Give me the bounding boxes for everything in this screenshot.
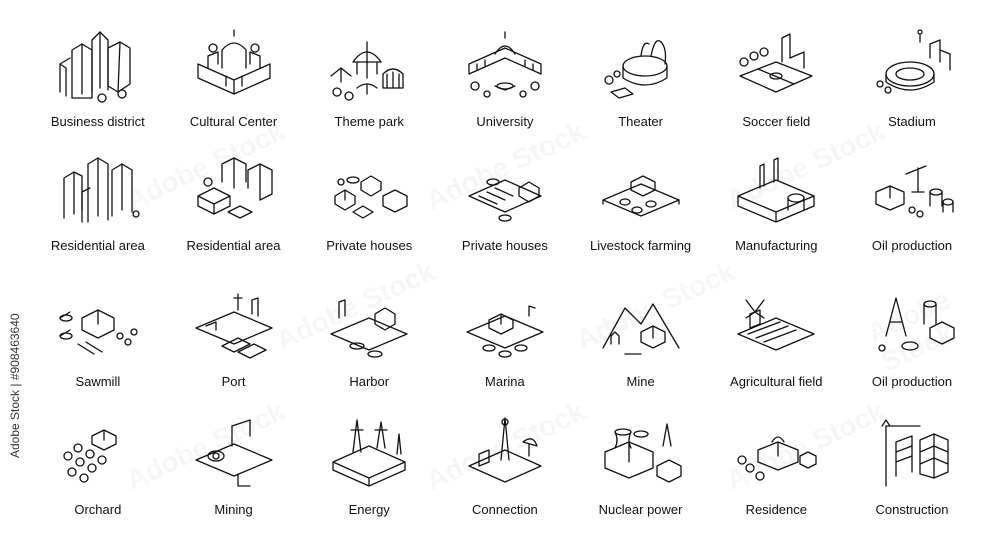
grid-cell: Theater (573, 28, 709, 152)
orchard-icon (42, 416, 154, 496)
grid-cell: Theme park (301, 28, 437, 152)
nuclear-power-icon (585, 416, 697, 496)
item-label: Private houses (326, 238, 413, 253)
agricultural-field-icon (720, 288, 832, 368)
grid-cell: Oil production (844, 152, 980, 288)
item-label: Agricultural field (730, 374, 823, 389)
manufacturing-icon (720, 152, 832, 232)
item-label: Energy (348, 502, 390, 517)
item-label: Oil production (871, 238, 953, 253)
grid-cell: Private houses (437, 152, 573, 288)
item-label: Sawmill (75, 374, 121, 389)
grid-cell: Nuclear power (573, 416, 709, 538)
item-label: Theater (618, 114, 663, 129)
item-label: Stadium (888, 114, 936, 129)
grid-cell: Port (166, 288, 302, 416)
item-label: Residential area (50, 238, 145, 253)
item-label: Soccer field (742, 114, 811, 129)
item-label: Construction (875, 502, 949, 517)
grid-cell: Livestock farming (573, 152, 709, 288)
grid-cell: Sawmill (30, 288, 166, 416)
item-label: Manufacturing (735, 238, 818, 253)
mine-icon (585, 288, 697, 368)
grid-cell: Oil production (844, 288, 980, 416)
harbor-icon (313, 288, 425, 368)
item-label: Cultural Center (189, 114, 278, 129)
item-label: Residence (745, 502, 807, 517)
grid-cell: Connection (437, 416, 573, 538)
oil-production-pump-icon (856, 152, 968, 232)
item-label: Theme park (334, 114, 404, 129)
grid-cell: Residence (708, 416, 844, 538)
theme-park-icon (313, 28, 425, 108)
livestock-farming-icon (585, 152, 697, 232)
port-icon (178, 288, 290, 368)
item-label: Business district (50, 114, 145, 129)
grid-cell: Mining (166, 416, 302, 538)
item-label: Private houses (461, 238, 548, 253)
residential-blocks-icon (178, 152, 290, 232)
energy-icon (313, 416, 425, 496)
item-label: Connection (472, 502, 538, 517)
item-label: University (476, 114, 534, 129)
grid-cell: Cultural Center (166, 28, 302, 152)
item-label: Residential area (186, 238, 281, 253)
oil-production-tower-icon (856, 288, 968, 368)
university-icon (449, 28, 561, 108)
residential-towers-icon (42, 152, 154, 232)
grid-cell: Construction (844, 416, 980, 538)
grid-cell: Manufacturing (708, 152, 844, 288)
item-label: Orchard (74, 502, 122, 517)
grid-cell: Orchard (30, 416, 166, 538)
grid-cell: Private houses (301, 152, 437, 288)
theater-icon (585, 28, 697, 108)
grid-cell: Harbor (301, 288, 437, 416)
item-label: Harbor (349, 374, 390, 389)
construction-icon (856, 416, 968, 496)
private-houses-fields-icon (449, 152, 561, 232)
mining-icon (178, 416, 290, 496)
grid-cell: Energy (301, 416, 437, 538)
item-label: Nuclear power (598, 502, 683, 517)
grid-cell: Agricultural field (708, 288, 844, 416)
item-label: Port (221, 374, 246, 389)
grid-cell: Residential area (166, 152, 302, 288)
grid-cell: Marina (437, 288, 573, 416)
item-label: Mine (626, 374, 655, 389)
soccer-field-icon (720, 28, 832, 108)
grid-cell: University (437, 28, 573, 152)
connection-icon (449, 416, 561, 496)
grid-cell: Business district (30, 28, 166, 152)
stadium-icon (856, 28, 968, 108)
item-label: Mining (214, 502, 253, 517)
icon-grid: Business district Cultural Center Theme (30, 28, 980, 538)
private-houses-icon (313, 152, 425, 232)
grid-cell: Stadium (844, 28, 980, 152)
item-label: Marina (485, 374, 525, 389)
cultural-center-icon (178, 28, 290, 108)
sawmill-icon (42, 288, 154, 368)
grid-cell: Mine (573, 288, 709, 416)
item-label: Oil production (871, 374, 953, 389)
item-label: Livestock farming (590, 238, 692, 253)
residence-icon (720, 416, 832, 496)
marina-icon (449, 288, 561, 368)
business-district-icon (42, 28, 154, 108)
grid-cell: Residential area (30, 152, 166, 288)
stock-id-text: Adobe Stock | #908463640 (8, 313, 22, 458)
grid-cell: Soccer field (708, 28, 844, 152)
